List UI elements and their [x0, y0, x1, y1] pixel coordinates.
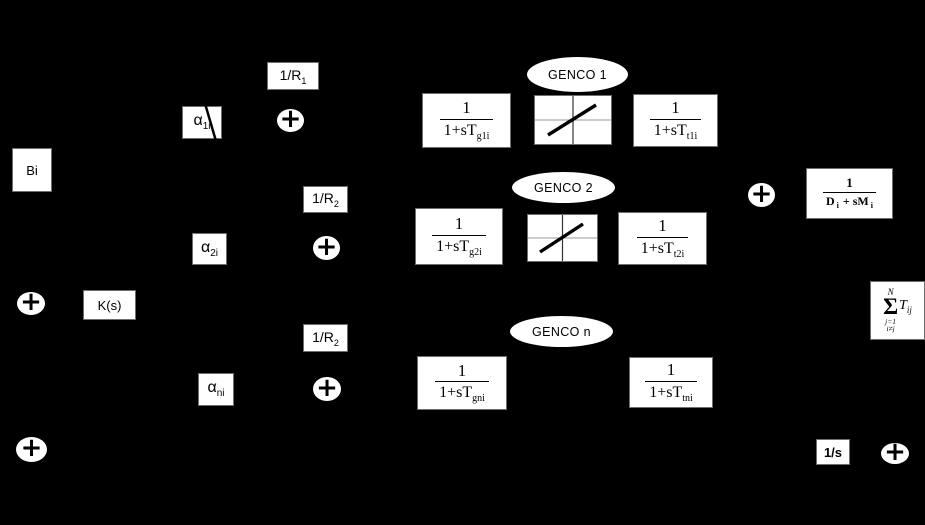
turbine-tf-n: 1 1+sTtni — [645, 360, 697, 404]
plus-icon: + — [315, 231, 338, 262]
integrator-block: 1/s — [816, 439, 850, 465]
alpha-box-1: α1i — [182, 106, 222, 139]
turbine-block-2: 1 1+sTt2i — [618, 212, 707, 265]
summing-junction-row3: + — [313, 372, 341, 403]
rate-limiter-icon — [528, 215, 597, 261]
sigma-icon: N Σ j=1 i≠j — [883, 286, 899, 334]
droop-label-1: 1/R1 — [279, 66, 307, 86]
summing-junction-ace: + — [17, 287, 45, 317]
tie-line-term: Tij — [899, 298, 912, 315]
governor-tf-2: 1 1+sTg2i — [432, 214, 486, 258]
genco-2-ellipse: GENCO 2 — [512, 172, 615, 203]
governor-block-1: 1 1+sTg1i — [422, 93, 511, 148]
turbine-block-1: 1 1+sTt1i — [633, 94, 718, 147]
governor-tf-n: 1 1+sTgni — [435, 361, 489, 405]
plus-icon: + — [20, 287, 42, 317]
turbine-block-n: 1 1+sTtni — [629, 357, 713, 408]
summing-junction-row1: + — [277, 104, 304, 134]
droop-label-2: 1/R2 — [312, 190, 339, 209]
genco-1-ellipse: GENCO 1 — [527, 57, 628, 92]
alpha-box-n: αni — [198, 373, 234, 406]
controller-box: K(s) — [83, 290, 136, 320]
alpha-label-2: α2i — [200, 238, 219, 260]
integrator-label: 1/s — [823, 444, 843, 460]
rate-limiter-icon — [535, 96, 611, 144]
alpha-label-n: αni — [207, 379, 225, 400]
tie-line-sum-block: N Σ j=1 i≠j Tij — [870, 281, 925, 340]
plus-icon: + — [750, 178, 773, 209]
governor-block-n: 1 1+sTgni — [417, 356, 507, 410]
droop-box-2: 1/R2 — [303, 186, 348, 213]
alpha-label-1: α1i — [193, 112, 211, 133]
droop-box-3: 1/R2 — [303, 324, 348, 352]
droop-label-3: 1/R2 — [312, 328, 339, 348]
governor-block-2: 1 1+sTg2i — [415, 208, 503, 265]
turbine-tf-1: 1 1+sTt1i — [649, 98, 702, 142]
genco-n-ellipse: GENCO n — [510, 316, 613, 347]
genco-1-label: GENCO 1 — [547, 67, 608, 82]
turbine-tf-2: 1 1+sTt2i — [636, 216, 689, 260]
genco-2-label: GENCO 2 — [533, 180, 594, 195]
plus-icon: + — [316, 372, 338, 403]
summing-junction-tie-line: + — [881, 439, 909, 465]
plus-icon: + — [279, 104, 302, 134]
summing-junction-row2: + — [313, 231, 340, 262]
rate-limiter-block-1 — [534, 95, 612, 145]
rate-limiter-block-2 — [527, 214, 598, 262]
frequency-bias-label: Bi — [26, 162, 38, 178]
alpha-box-2: α2i — [192, 233, 227, 265]
summing-junction-power-balance: + — [748, 178, 775, 209]
plus-icon: + — [884, 437, 906, 467]
summing-junction-bottom-left: + — [16, 433, 47, 463]
governor-tf-1: 1 1+sTg1i — [439, 98, 494, 142]
controller-label: K(s) — [97, 297, 122, 313]
genco-n-label: GENCO n — [531, 324, 592, 339]
droop-box-1: 1/R1 — [267, 62, 319, 90]
frequency-bias-box: Bi — [12, 148, 52, 192]
plus-icon: + — [20, 433, 43, 463]
